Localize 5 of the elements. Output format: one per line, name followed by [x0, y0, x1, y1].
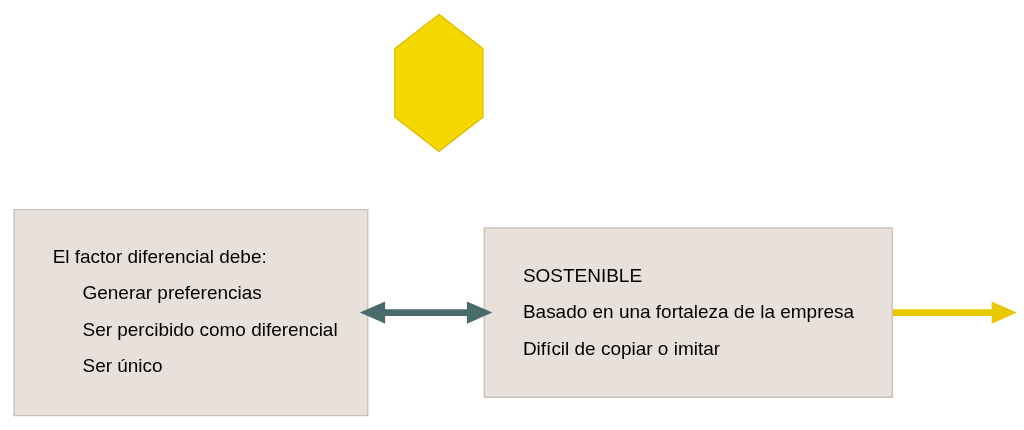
node-box: SOSTENIBLE Basado en una fortaleza de la empresa Difícil de copiar o imitar [483, 227, 893, 398]
node-box: El factor diferencial debe: Generar preferencias Ser percibido como diferencial Ser único [13, 208, 369, 417]
arrow [892, 301, 1016, 324]
arrow [359, 301, 493, 324]
node-hexagon [394, 13, 484, 153]
